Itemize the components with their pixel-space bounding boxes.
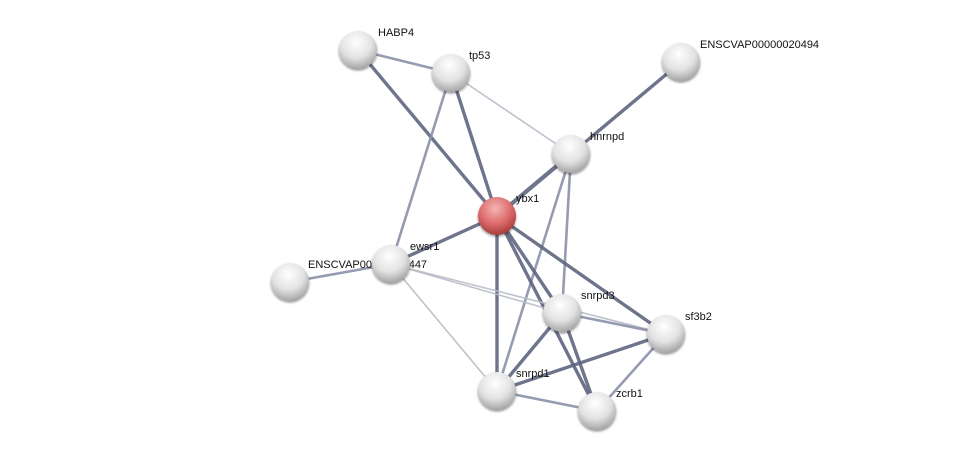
node-ENSCVAP00000020494[interactable]: [662, 43, 700, 81]
node-label-snrpd1: snrpd1: [516, 368, 550, 380]
node-snrpd3[interactable]: [543, 294, 581, 332]
edge-ewsr1-sf3b2[interactable]: [390, 263, 667, 335]
node-label-ENSCVAP00000020494: ENSCVAP00000020494: [700, 39, 819, 51]
node-label-ewsr1: ewsr1: [410, 241, 439, 253]
node-label-ybx1: ybx1: [516, 193, 539, 205]
edge-HABP4-ybx1[interactable]: [356, 48, 499, 218]
node-label-sf3b2: sf3b2: [685, 311, 712, 323]
node-tp53[interactable]: [432, 54, 470, 92]
edge-tp53-hnrnpd[interactable]: [450, 72, 572, 155]
edge-ybx1-ewsr1[interactable]: [390, 214, 498, 266]
node-snrpd1[interactable]: [478, 372, 516, 410]
edge-tp53-ybx1[interactable]: [449, 72, 499, 217]
edge-ewsr1-snrpd3[interactable]: [390, 263, 563, 314]
node-sf3b2[interactable]: [647, 315, 685, 353]
edge-ybx1-sf3b2[interactable]: [496, 214, 667, 336]
edge-ewsr1-snrpd1[interactable]: [390, 263, 498, 392]
nodes-layer: [271, 31, 700, 430]
node-label-hnrnpd: hnrnpd: [590, 131, 624, 143]
node-HABP4[interactable]: [339, 31, 377, 69]
edge-sf3b2-snrpd1[interactable]: [496, 332, 667, 393]
labels-layer: HABP4 tp53 ENSCVAP00000020494 hnrnpd ybx1 ews…: [378, 27, 819, 400]
node-label-HABP4: HABP4: [378, 27, 414, 39]
node-label-zcrb1: zcrb1: [616, 388, 643, 400]
node-ybx1[interactable]: [478, 197, 516, 235]
edge-ENSCVAP00000020494-hnrnpd[interactable]: [569, 60, 683, 156]
node-hnrnpd[interactable]: [552, 135, 590, 173]
node-ENSCVAP6447[interactable]: [271, 263, 309, 301]
node-zcrb1[interactable]: [578, 392, 616, 430]
node-ewsr1[interactable]: [372, 245, 410, 283]
node-label-tp53: tp53: [469, 50, 490, 62]
edge-tp53-ewsr1[interactable]: [389, 72, 453, 265]
edge-hnrnpd-snrpd3[interactable]: [560, 153, 573, 314]
node-label-snrpd3: snrpd3: [581, 290, 615, 302]
edge-ybx1-snrpd3[interactable]: [495, 215, 564, 314]
